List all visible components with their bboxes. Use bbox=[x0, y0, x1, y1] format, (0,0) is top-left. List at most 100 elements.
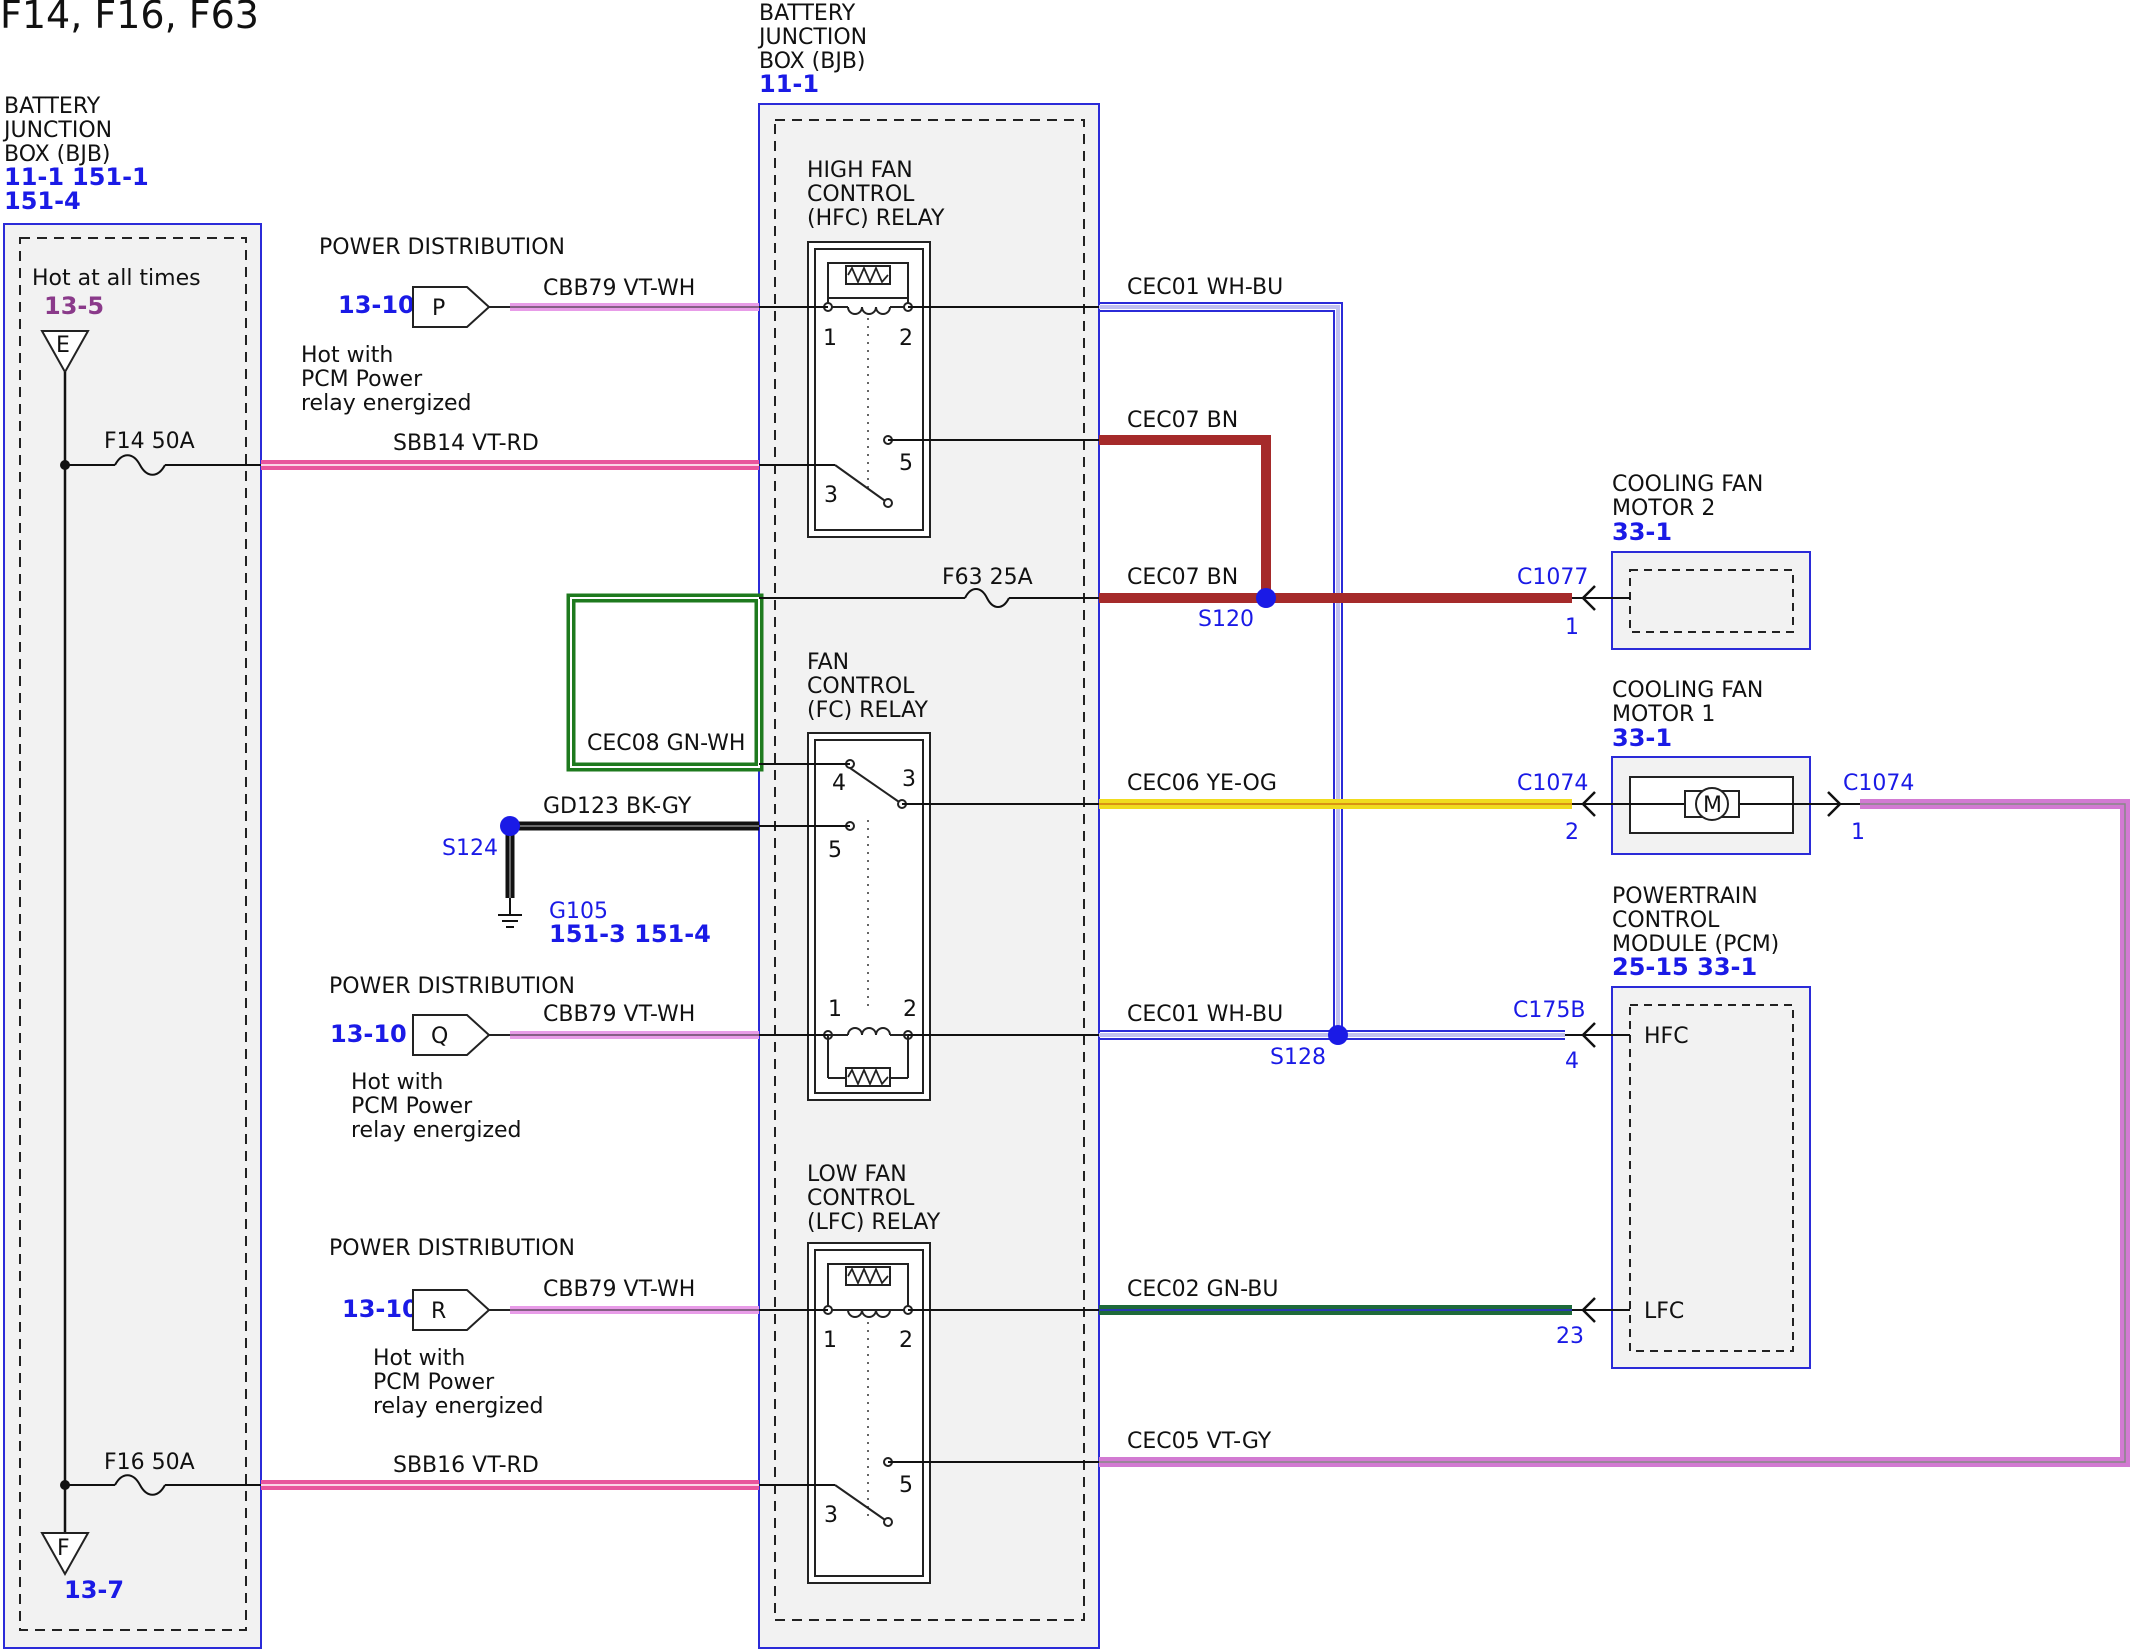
motor2-connector-icon bbox=[1581, 585, 1596, 611]
fc-pin-1: 1 bbox=[828, 997, 842, 1022]
splice-s124-label: S124 bbox=[442, 836, 498, 861]
motor2-connector: C1077 bbox=[1517, 565, 1588, 590]
motor1-conn-left: C1074 bbox=[1517, 771, 1588, 796]
hfc-resistor-zigzag bbox=[847, 265, 889, 285]
wire-cec05-label: CEC05 VT-GY bbox=[1127, 1429, 1272, 1454]
wire-cec07-top bbox=[1099, 435, 1271, 598]
bjb-left-name-3: BOX (BJB) bbox=[4, 142, 111, 167]
wire-cbb79-p-label: CBB79 VT-WH bbox=[543, 276, 695, 301]
hot-at-all-times-label: Hot at all times bbox=[32, 266, 201, 291]
fuse-f16-label: F16 50A bbox=[104, 1450, 195, 1475]
arrow-f-label: F bbox=[57, 1536, 70, 1561]
motor1-name-2: MOTOR 1 bbox=[1612, 702, 1715, 727]
connector-q-letter: Q bbox=[431, 1024, 448, 1049]
wire-cbb79-r-label: CBB79 VT-WH bbox=[543, 1277, 695, 1302]
lfc-pin-3: 3 bbox=[824, 1503, 838, 1528]
motor1-right-connector-icon bbox=[1827, 791, 1842, 817]
fc-relay-name-3: (FC) RELAY bbox=[807, 698, 928, 723]
pcm-module: POWERTRAIN CONTROL MODULE (PCM) 25-15 33… bbox=[1513, 884, 1811, 1369]
connector-r-icon bbox=[412, 1289, 491, 1331]
hot-r-line-3: relay energized bbox=[373, 1394, 544, 1419]
power-dist-q: POWER DISTRIBUTION 13-10 Q CBB79 VT-WH H… bbox=[329, 974, 828, 1143]
power-dist-p-ref[interactable]: 13-10 bbox=[338, 291, 415, 319]
wire-gd123-label: GD123 BK-GY bbox=[543, 794, 692, 819]
bjb-left-inner bbox=[19, 237, 247, 1631]
bjb-left-ref-151-4[interactable]: 151-4 bbox=[4, 187, 81, 215]
bjb-center-inner bbox=[774, 119, 1085, 1621]
splice-s120 bbox=[1256, 588, 1276, 608]
wire-sbb16: SBB16 VT-RD bbox=[261, 1453, 835, 1490]
wire-sbb14-label: SBB14 VT-RD bbox=[393, 431, 539, 456]
bjb-left-ref-11-1[interactable]: 11-1 bbox=[4, 163, 64, 191]
fc-relay-name-1: FAN bbox=[807, 650, 849, 675]
wire-cec01-top-label: CEC01 WH-BU bbox=[1127, 275, 1283, 300]
lfc-relay-name-2: CONTROL bbox=[807, 1186, 915, 1211]
fc-switch-arm bbox=[849, 767, 903, 805]
fuse-f63-label: F63 25A bbox=[942, 565, 1033, 590]
bjb-left-box bbox=[3, 223, 262, 1649]
wire-cec01-outer bbox=[1099, 302, 1565, 1032]
diagram-title: F14, F16, F63 bbox=[0, 0, 259, 37]
pcm-inner bbox=[1629, 1004, 1794, 1352]
lfc-relay-name-3: (LFC) RELAY bbox=[807, 1210, 941, 1235]
fuse-f63: F63 25A bbox=[942, 565, 1099, 608]
motor2-name-1: COOLING FAN bbox=[1612, 472, 1763, 497]
fc-pin-5: 5 bbox=[828, 838, 842, 863]
lfc-pin-2: 2 bbox=[899, 1328, 913, 1353]
wire-cec08-stripe bbox=[570, 597, 760, 768]
motor1-name-1: COOLING FAN bbox=[1612, 678, 1763, 703]
arrow-f-ref-13-7[interactable]: 13-7 bbox=[64, 1576, 124, 1604]
motor2-pin: 1 bbox=[1565, 615, 1579, 640]
lfc-relay-inner bbox=[814, 1249, 924, 1577]
motor2-box bbox=[1611, 551, 1811, 650]
bjb-left-ref-151-1[interactable]: 151-1 bbox=[72, 163, 149, 191]
hot-q-line-3: relay energized bbox=[351, 1118, 522, 1143]
wire-cec01-bottom-label: CEC01 WH-BU bbox=[1127, 1002, 1283, 1027]
power-dist-p-label: POWER DISTRIBUTION bbox=[319, 235, 565, 260]
wire-cbb79-q-label: CBB79 VT-WH bbox=[543, 1002, 695, 1027]
power-dist-r: POWER DISTRIBUTION 13-10 R CBB79 VT-WH H… bbox=[329, 1236, 828, 1419]
connector-r-letter: R bbox=[431, 1299, 446, 1324]
lfc-coil-icon bbox=[847, 1309, 891, 1318]
pcm-ref[interactable]: 25-15 33-1 bbox=[1612, 953, 1757, 981]
pcm-connector: C175B bbox=[1513, 998, 1585, 1023]
motor-icon bbox=[1695, 787, 1729, 821]
hfc-pin-3: 3 bbox=[824, 483, 838, 508]
arrow-e-icon bbox=[40, 330, 90, 375]
pcm-hfc-connector-icon bbox=[1581, 1022, 1596, 1048]
fuse-f14-icon bbox=[114, 454, 166, 476]
fuse-f14-label: F14 50A bbox=[104, 429, 195, 454]
fc-resistor-zigzag bbox=[847, 1067, 889, 1087]
hot-p-line-1: Hot with bbox=[301, 343, 393, 368]
connector-p-letter: P bbox=[432, 296, 445, 321]
lfc-relay-name-1: LOW FAN bbox=[807, 1162, 907, 1187]
pcm-box bbox=[1611, 986, 1811, 1369]
wire-cec08-label: CEC08 GN-WH bbox=[587, 731, 745, 756]
wire-cec05-stripe bbox=[1099, 803, 2126, 1463]
lfc-relay: LOW FAN CONTROL (LFC) RELAY 1 2 5 3 bbox=[807, 1162, 941, 1584]
hot-ref-13-5[interactable]: 13-5 bbox=[44, 292, 104, 320]
bjb-center-name-1: BATTERY bbox=[759, 1, 856, 26]
bjb-left: BATTERY JUNCTION BOX (BJB) 11-1 151-1 15… bbox=[2, 94, 262, 1649]
power-dist-r-ref[interactable]: 13-10 bbox=[342, 1295, 419, 1323]
power-dist-q-ref[interactable]: 13-10 bbox=[330, 1020, 407, 1048]
ground-g105-refs[interactable]: 151-3 151-4 bbox=[549, 920, 711, 948]
wire-cec01: CEC01 WH-BU CEC01 WH-BU S128 bbox=[908, 275, 1565, 1070]
motor1-left-connector-icon bbox=[1581, 791, 1596, 817]
motor1-ref[interactable]: 33-1 bbox=[1612, 724, 1672, 752]
fc-relay-name-2: CONTROL bbox=[807, 674, 915, 699]
fc-pin-2: 2 bbox=[903, 997, 917, 1022]
wire-cec07: CEC07 BN CEC07 BN S120 bbox=[888, 408, 1572, 632]
hot-r-line-2: PCM Power bbox=[373, 1370, 495, 1395]
power-dist-p: POWER DISTRIBUTION 13-10 P CBB79 VT-WH H… bbox=[301, 235, 828, 416]
lfc-coil-frame bbox=[827, 1263, 909, 1311]
fc-pin-3: 3 bbox=[902, 767, 916, 792]
wire-cec01-fill bbox=[1099, 305, 1565, 1037]
wire-gd123: GD123 BK-GY S124 G105 151-3 151-4 bbox=[442, 794, 850, 948]
bjb-center-ref[interactable]: 11-1 bbox=[759, 70, 819, 98]
motor2-ref[interactable]: 33-1 bbox=[1612, 518, 1672, 546]
wire-cec07-mid-label: CEC07 BN bbox=[1127, 565, 1238, 590]
hfc-relay-inner bbox=[814, 248, 924, 531]
hot-r-line-1: Hot with bbox=[373, 1346, 465, 1371]
wire-cec01-inner bbox=[1099, 310, 1565, 1040]
